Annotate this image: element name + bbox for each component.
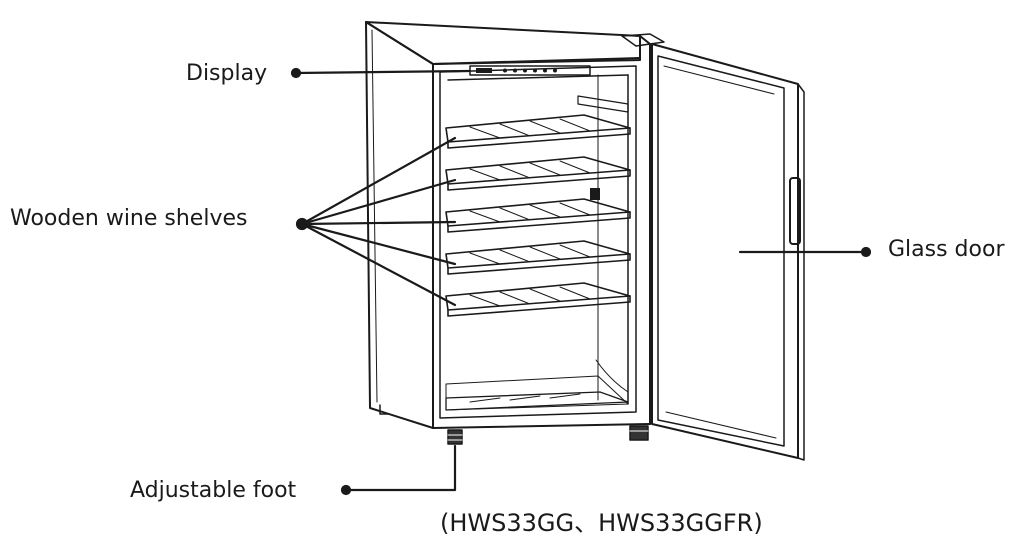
label-glass-door: Glass door — [888, 237, 1005, 262]
shelf-2 — [446, 157, 630, 190]
adjustable-foot — [448, 426, 648, 444]
shelf-5 — [446, 283, 630, 316]
shelf-4 — [446, 241, 630, 274]
label-adjustable-foot: Adjustable foot — [130, 478, 296, 503]
cabinet — [366, 22, 650, 428]
model-numbers: (HWS33GG、HWS33GGFR) — [440, 503, 763, 538]
shelf-1 — [446, 115, 630, 148]
label-wooden-wine-shelves: Wooden wine shelves — [10, 206, 247, 231]
shelf-3 — [446, 188, 630, 232]
label-display: Display — [186, 61, 267, 86]
